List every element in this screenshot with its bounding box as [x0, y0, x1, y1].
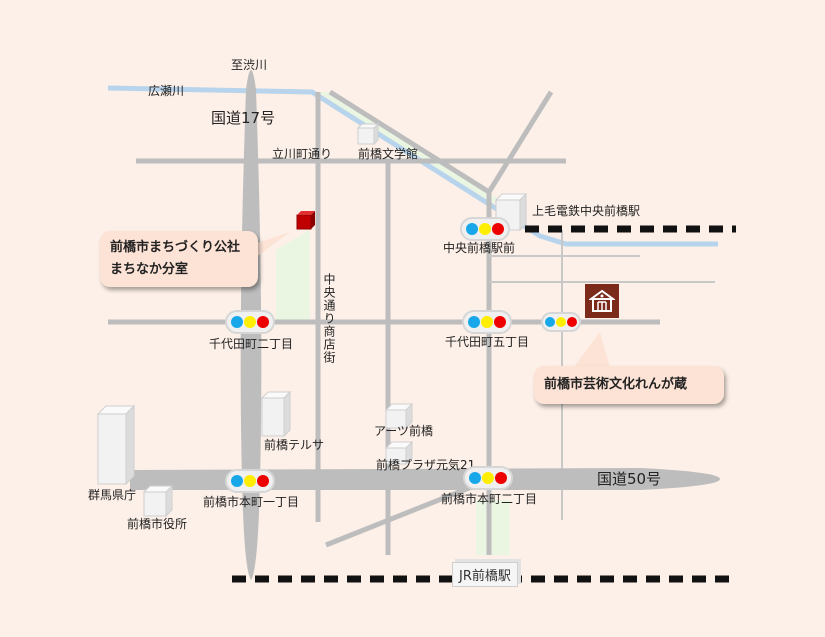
building-joden-station: [494, 192, 528, 232]
rengagura-callout-tail: [570, 332, 612, 374]
signal-honmachi1: [225, 469, 275, 493]
building-terusa: [260, 390, 292, 438]
signal-red-light: [495, 472, 507, 484]
label-prefecture: 群馬県庁: [88, 488, 137, 502]
label-chuo-shotengai: 中央通り商店街: [322, 273, 336, 364]
label-intersection-chiyoda5: 千代田町五丁目: [445, 335, 530, 349]
signal-rengagura: [541, 312, 581, 332]
signal-red-light: [494, 316, 506, 328]
label-intersection-chuomaebashi: 中央前橋駅前: [443, 241, 516, 255]
label-plaza: 前橋プラザ元気21: [376, 458, 476, 472]
road-diagonal-ne: [486, 90, 554, 194]
green-strip-south: [476, 500, 510, 555]
signal-yellow-light: [244, 316, 256, 328]
label-route50: 国道50号: [597, 470, 662, 488]
jr-maebashi-station: JR前橋駅: [452, 562, 518, 587]
signal-yellow-light: [556, 317, 566, 327]
signal-chuomaebashi: [460, 217, 510, 241]
building-arts: [384, 402, 414, 430]
label-terusa: 前橋テルサ: [264, 438, 325, 452]
building-prefecture: [96, 404, 136, 486]
signal-red-light: [257, 475, 269, 487]
office-marker-icon: [296, 211, 315, 230]
label-arts: アーツ前橋: [374, 424, 434, 438]
signal-blue-light: [231, 316, 243, 328]
label-joden-station: 上毛電鉄中央前橋駅: [532, 204, 641, 218]
signal-blue-light: [469, 472, 481, 484]
signal-blue-light: [468, 316, 480, 328]
signal-blue-light: [466, 223, 478, 235]
signal-honmachi2: [463, 466, 513, 490]
signal-yellow-light: [244, 475, 256, 487]
signal-blue-light: [545, 317, 555, 327]
callout-machizukuri-office: 前橋市まちづくり公社 まちなか分室: [100, 231, 258, 287]
label-bungakukan: 前橋文学館: [358, 147, 419, 161]
callout-rengagura-label: 前橋市芸術文化れんが蔵: [544, 377, 688, 392]
label-city-hall: 前橋市役所: [127, 517, 188, 531]
label-route17: 国道17号: [211, 109, 276, 127]
signal-red-light: [257, 316, 269, 328]
label-hirose-river: 広瀬川: [148, 84, 185, 98]
signal-yellow-light: [481, 316, 493, 328]
label-intersection-honmachi1: 前橋市本町一丁目: [203, 495, 300, 509]
signal-yellow-light: [479, 223, 491, 235]
green-strip-north: [276, 230, 310, 320]
label-to-shibukawa: 至渋川: [231, 58, 268, 72]
signal-red-light: [567, 317, 577, 327]
callout-rengagura: 前橋市芸術文化れんが蔵: [534, 366, 724, 404]
green-strip-river: [318, 92, 500, 206]
signal-red-light: [492, 223, 504, 235]
building-city-hall: [142, 484, 174, 518]
route50-road: [130, 468, 720, 490]
road-diagonal-nw: [328, 89, 491, 195]
signal-chiyoda5: [462, 310, 512, 334]
callout-office-line2: まちなか分室: [110, 262, 189, 277]
label-tachikawa-street: 立川町通り: [272, 147, 333, 161]
signal-chiyoda2: [225, 310, 275, 334]
building-plaza: [384, 440, 414, 466]
label-intersection-honmachi2: 前橋市本町二丁目: [441, 492, 538, 506]
label-intersection-chiyoda2: 千代田町二丁目: [209, 337, 294, 351]
warehouse-icon: [585, 284, 619, 318]
building-bungakukan: [356, 122, 380, 146]
road-diagonal-south: [325, 477, 490, 548]
signal-blue-light: [231, 475, 243, 487]
signal-yellow-light: [482, 472, 494, 484]
callout-office-line1: 前橋市まちづくり公社: [110, 240, 241, 255]
hirose-river: [107, 85, 718, 247]
